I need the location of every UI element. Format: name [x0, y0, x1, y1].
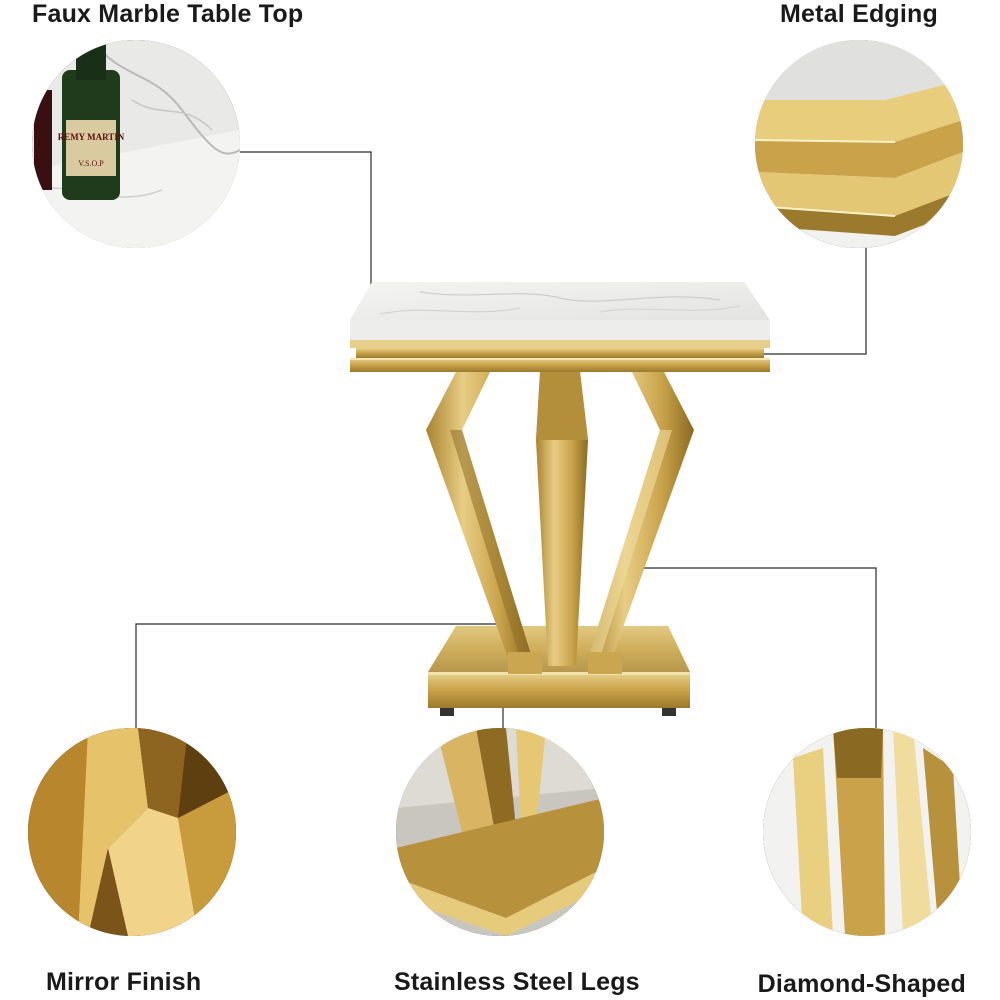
label-metal-edging: Metal Edging	[780, 0, 938, 28]
bottle-label-brand: REMY MARTIN	[58, 132, 125, 142]
detail-circle-stainless-steel-legs	[396, 728, 604, 936]
table-legs	[426, 372, 694, 674]
label-diamond-shaped: Diamond-Shaped	[757, 970, 966, 998]
detail-circle-diamond-shaped	[763, 728, 971, 936]
callout-lines	[135, 151, 877, 728]
label-stainless-steel-legs: Stainless Steel Legs	[394, 968, 640, 996]
table-top	[350, 282, 770, 372]
callout-line-mirror	[135, 623, 512, 728]
detail-circle-mirror-finish	[28, 728, 236, 936]
callout-line-marble	[240, 151, 372, 312]
label-faux-marble-table-top: Faux Marble Table Top	[32, 0, 304, 28]
label-mirror-finish: Mirror Finish	[46, 968, 202, 996]
detail-circle-metal-edging	[755, 40, 963, 248]
bottle-label-grade: V.S.O.P	[78, 159, 104, 168]
callout-line-edging	[732, 248, 867, 355]
detail-circle-marble: REMY MARTIN V.S.O.P	[32, 40, 240, 248]
callout-line-diamond	[640, 567, 877, 728]
